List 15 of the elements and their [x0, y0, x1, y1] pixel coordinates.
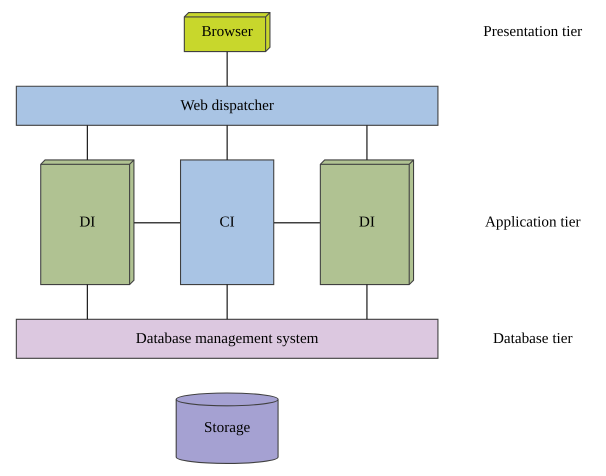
node-box: CI: [180, 159, 274, 286]
node-box: Database management system: [16, 318, 438, 359]
connector: [86, 126, 88, 160]
label: Database tier: [493, 330, 573, 347]
connector: [226, 284, 228, 320]
connector: [226, 126, 228, 160]
connector: [366, 284, 368, 320]
node-box: Web dispatcher: [16, 86, 438, 126]
connector: [134, 222, 180, 224]
connector: [86, 284, 88, 320]
label: Application tier: [484, 213, 581, 230]
connector: [274, 222, 320, 224]
label: Presentation tier: [483, 23, 582, 40]
connector: [366, 126, 368, 160]
connector: [226, 52, 228, 86]
